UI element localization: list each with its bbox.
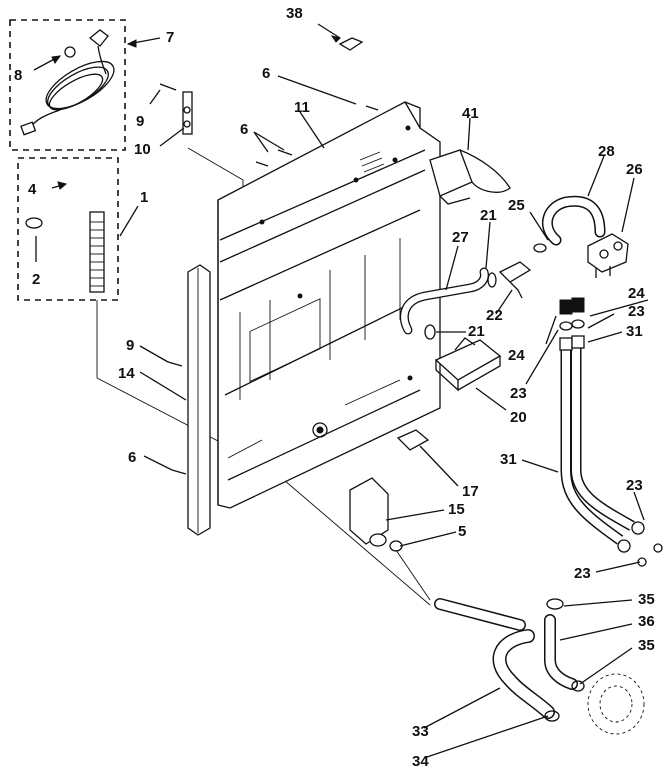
filter-17 xyxy=(396,429,430,451)
callout-38: 38 xyxy=(286,5,303,22)
power-cord-inset xyxy=(9,19,161,151)
callout-33: 33 xyxy=(412,723,429,740)
callout-labels: 38 7 8 6 11 41 9 6 10 28 26 4 1 25 21 27… xyxy=(14,5,655,770)
callout-17: 17 xyxy=(462,483,479,500)
callout-15: 15 xyxy=(448,501,465,518)
callout-23-right: 23 xyxy=(626,477,643,494)
drain-hose-dashed-box xyxy=(17,157,119,301)
callout-25: 25 xyxy=(508,197,525,214)
callout-28: 28 xyxy=(598,143,615,160)
pump-15 xyxy=(349,477,431,601)
callout-31-top: 31 xyxy=(626,323,643,340)
part-20-bracket xyxy=(434,337,502,392)
callout-26: 26 xyxy=(626,161,643,178)
callout-21-top: 21 xyxy=(480,207,497,224)
callout-20: 20 xyxy=(510,409,527,426)
drain-outlet-dashed xyxy=(587,673,645,735)
callout-8: 8 xyxy=(14,67,22,84)
callout-2: 2 xyxy=(32,271,40,288)
clamp-21b xyxy=(424,324,436,340)
clamp-34 xyxy=(544,710,560,722)
part-36-elbow xyxy=(544,598,585,692)
callout-14: 14 xyxy=(118,365,135,382)
hose-clamp xyxy=(25,217,43,229)
drain-hose-corrugated xyxy=(89,211,105,293)
callout-24-top: 24 xyxy=(628,285,645,302)
callout-24-mid: 24 xyxy=(508,347,525,364)
side-rail-14 xyxy=(187,264,211,536)
part-38-clip xyxy=(317,23,364,51)
hose-28 xyxy=(541,195,606,246)
callout-41: 41 xyxy=(462,105,479,122)
callout-6-mid: 6 xyxy=(240,121,248,138)
callout-5: 5 xyxy=(458,523,466,540)
power-cord-dashed-box xyxy=(9,19,126,151)
fitting-22 xyxy=(487,243,547,299)
callout-22: 22 xyxy=(486,307,503,324)
part-41-shield xyxy=(429,149,511,205)
callout-21-mid: 21 xyxy=(468,323,485,340)
callout-11: 11 xyxy=(294,99,310,116)
drain-hose-inset xyxy=(17,157,139,301)
bracket-10 xyxy=(159,83,193,135)
callout-6-low: 6 xyxy=(128,449,136,466)
water-valve-26 xyxy=(587,233,629,278)
callout-23-top: 23 xyxy=(628,303,645,320)
callout-36: 36 xyxy=(638,613,655,630)
inlet-hoses-31 xyxy=(559,297,663,567)
fill-hose-27 xyxy=(399,267,489,335)
callout-7: 7 xyxy=(166,29,174,46)
callout-34: 34 xyxy=(412,753,429,770)
rear-panel xyxy=(217,101,441,509)
callout-31-low: 31 xyxy=(500,451,517,468)
callout-6-top: 6 xyxy=(262,65,270,82)
screws xyxy=(167,105,379,475)
strain-relief xyxy=(64,46,76,58)
callout-35-low: 35 xyxy=(638,637,655,654)
panel-port xyxy=(312,422,328,438)
callout-4: 4 xyxy=(28,181,37,198)
drain-hose-33 xyxy=(434,598,560,722)
callout-10: 10 xyxy=(134,141,151,158)
callout-27: 27 xyxy=(452,229,469,246)
callout-9-mid: 9 xyxy=(126,337,134,354)
leader-lines xyxy=(139,75,649,759)
callout-23-low: 23 xyxy=(574,565,591,582)
callout-1: 1 xyxy=(140,189,148,206)
callout-23-mid: 23 xyxy=(510,385,527,402)
power-cord-coil xyxy=(20,29,115,136)
callout-35-top: 35 xyxy=(638,591,655,608)
callout-9-top: 9 xyxy=(136,113,144,130)
